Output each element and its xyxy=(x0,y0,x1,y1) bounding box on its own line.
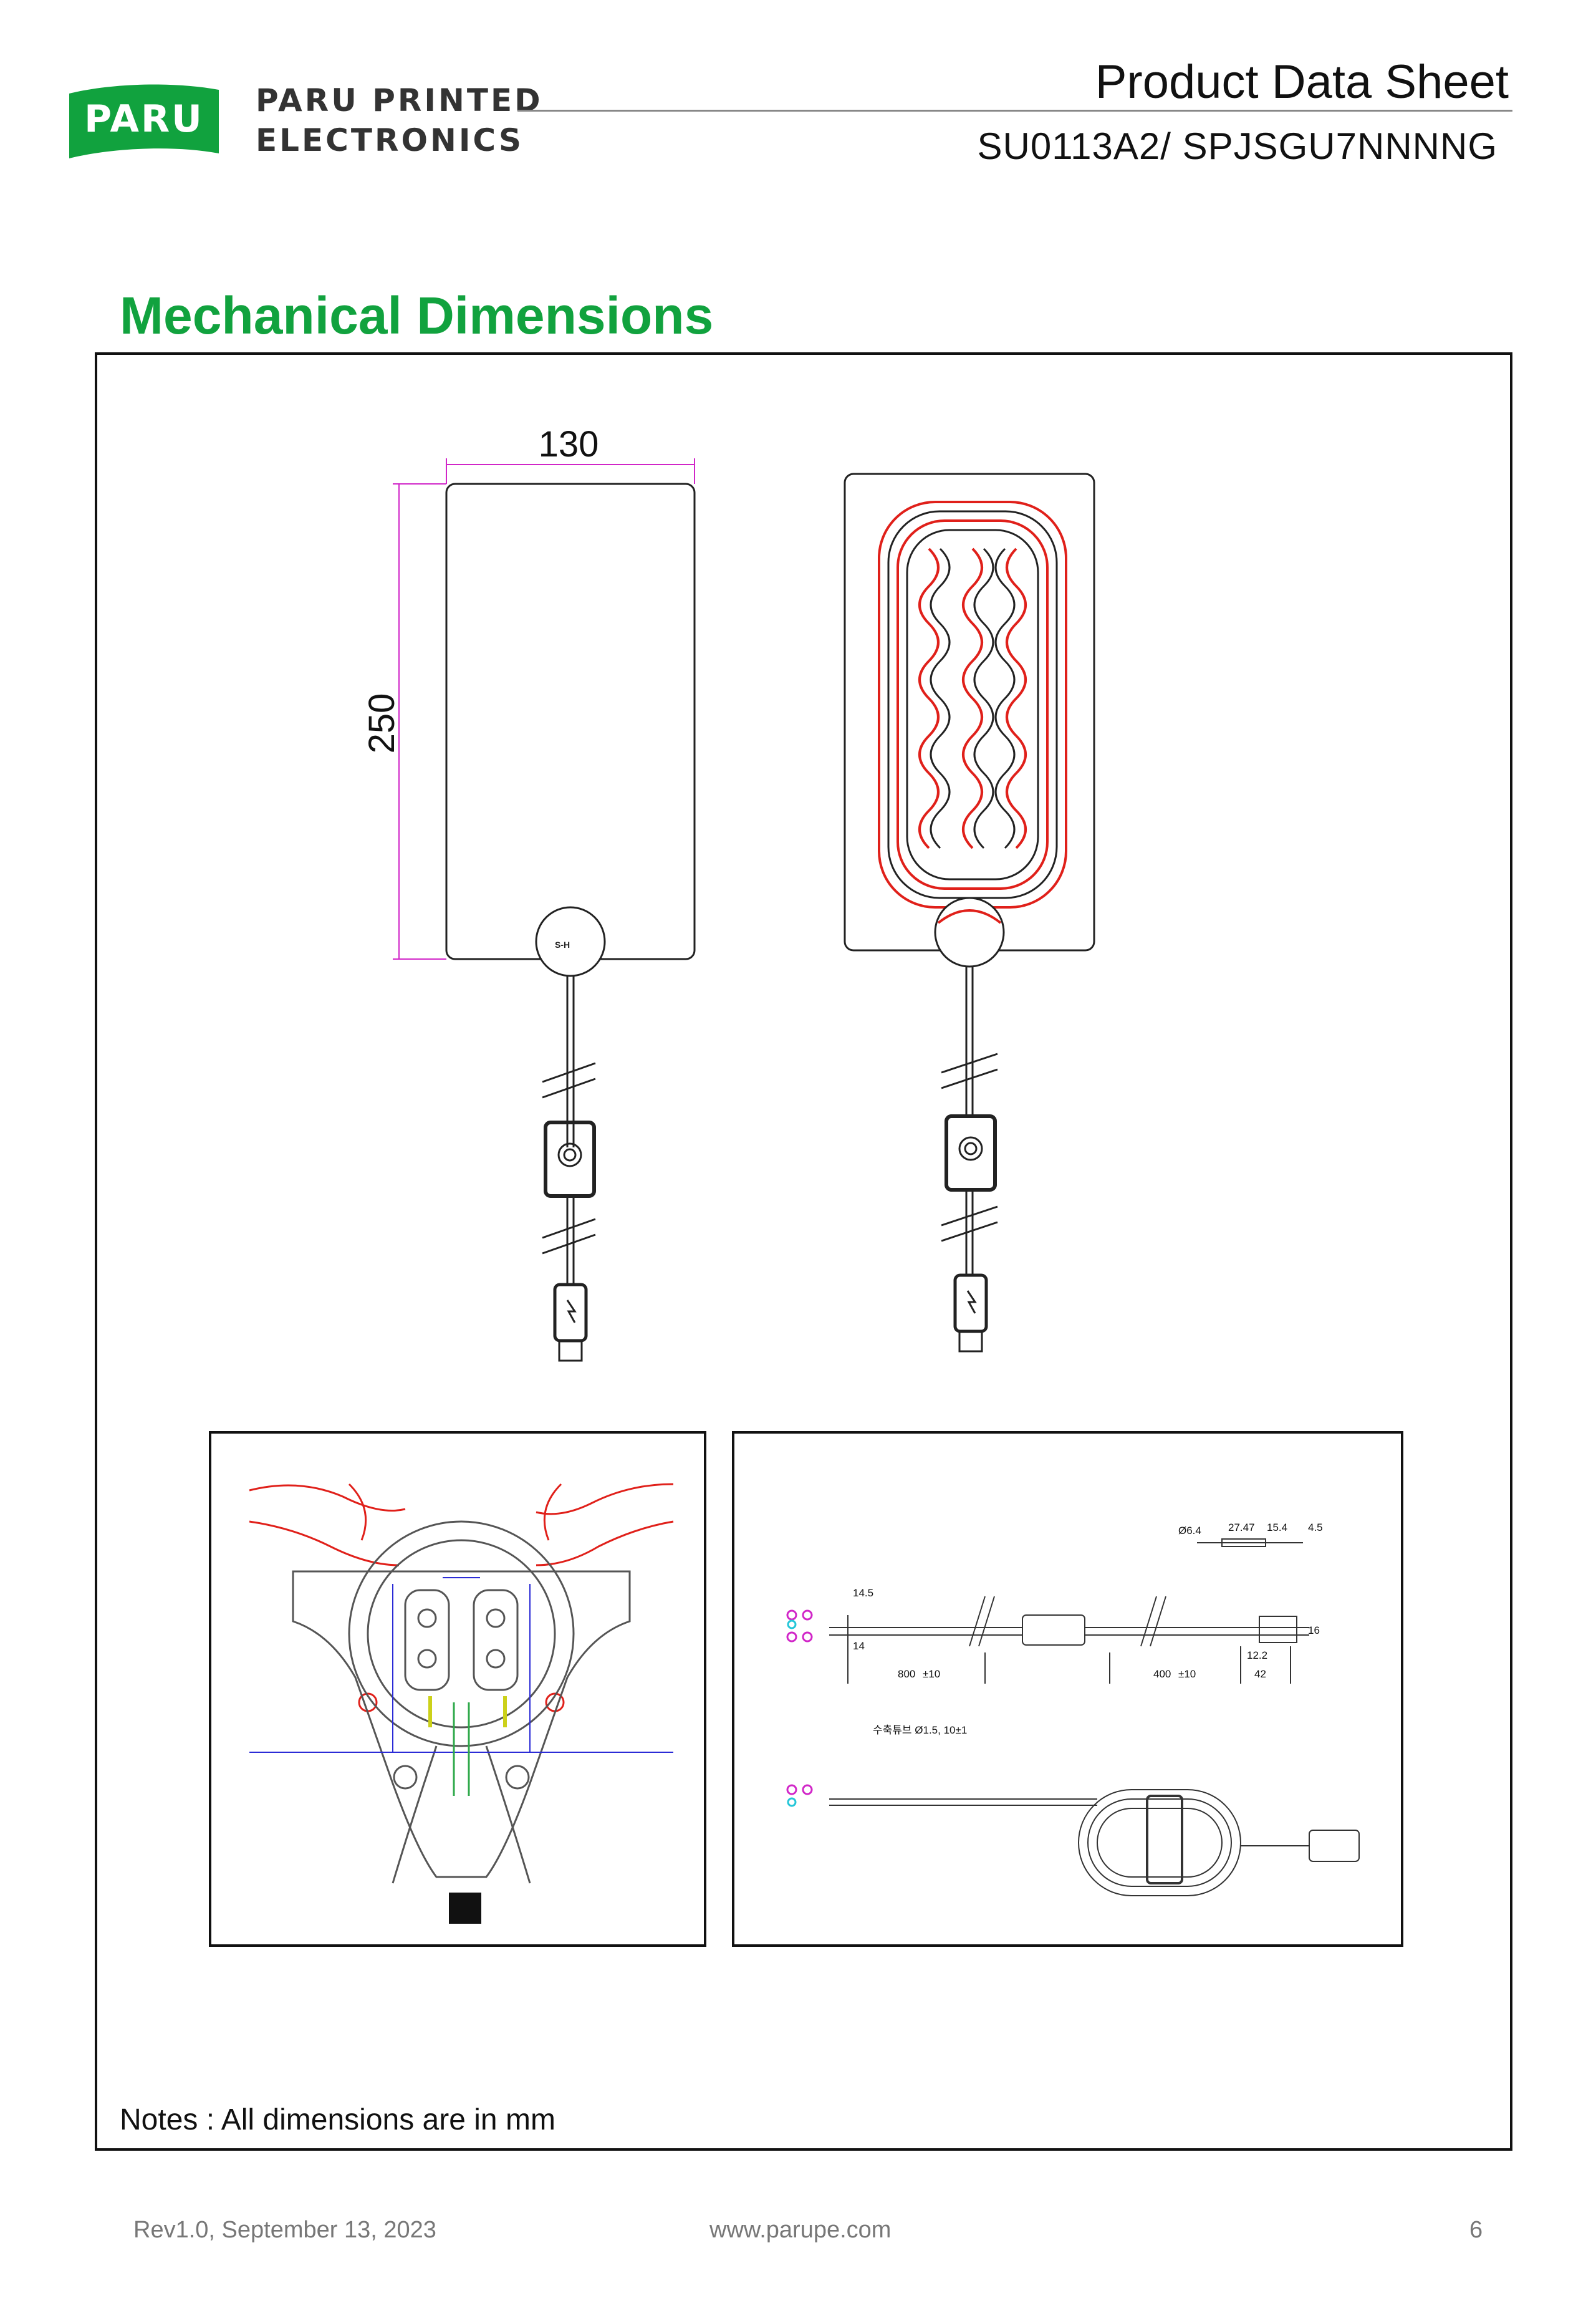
dim-14-5: 14.5 xyxy=(853,1587,873,1599)
brand-name-line2: ELECTRONICS xyxy=(256,122,524,158)
dim-42: 42 xyxy=(1254,1668,1266,1680)
tube-note: 수축튜브 Ø1.5, 10±1 xyxy=(873,1724,967,1736)
dim-27-47: 27.47 xyxy=(1228,1522,1255,1533)
dim-diameter-6-4: Ø6.4 xyxy=(1178,1525,1201,1537)
brand-name-line1: PARU PRINTED xyxy=(256,82,543,118)
drawing-frame xyxy=(95,352,1512,2151)
connector-label-mark: S-H xyxy=(555,940,570,950)
dim-16: 16 xyxy=(1308,1624,1320,1636)
document-title: Product Data Sheet xyxy=(1095,55,1509,109)
footer-website[interactable]: www.parupe.com xyxy=(709,2217,892,2243)
section-title: Mechanical Dimensions xyxy=(120,286,714,345)
dim-400-tol: ±10 xyxy=(1178,1668,1196,1680)
outline-view xyxy=(445,483,696,1362)
cable-detail-view: 14.5 14 800 ±10 400 ±10 12.2 42 16 27.47… xyxy=(732,1431,1403,1947)
dim-14: 14 xyxy=(853,1640,865,1652)
notes-text: Notes : All dimensions are in mm xyxy=(120,2103,555,2136)
footer-revision: Rev1.0, September 13, 2023 xyxy=(133,2217,436,2243)
dim-15-4: 15.4 xyxy=(1267,1522,1287,1533)
dim-400: 400 xyxy=(1153,1668,1171,1680)
logo-text: PARU xyxy=(84,97,204,141)
connector-detail-view xyxy=(209,1431,706,1947)
width-dimension: 130 xyxy=(539,424,599,465)
dim-4-5: 4.5 xyxy=(1308,1522,1323,1533)
paru-logo: PARU xyxy=(65,80,223,161)
heater-pattern-view xyxy=(844,473,1095,1353)
height-dimension: 250 xyxy=(362,693,402,754)
footer-page-number: 6 xyxy=(1469,2217,1483,2243)
part-number: SU0113A2/ SPJSGU7NNNNG xyxy=(977,125,1497,167)
dim-800-tol: ±10 xyxy=(923,1668,940,1680)
header-divider xyxy=(517,110,1512,112)
dimension-lines xyxy=(393,458,695,960)
dim-12-2: 12.2 xyxy=(1247,1649,1267,1661)
dim-800: 800 xyxy=(898,1668,915,1680)
